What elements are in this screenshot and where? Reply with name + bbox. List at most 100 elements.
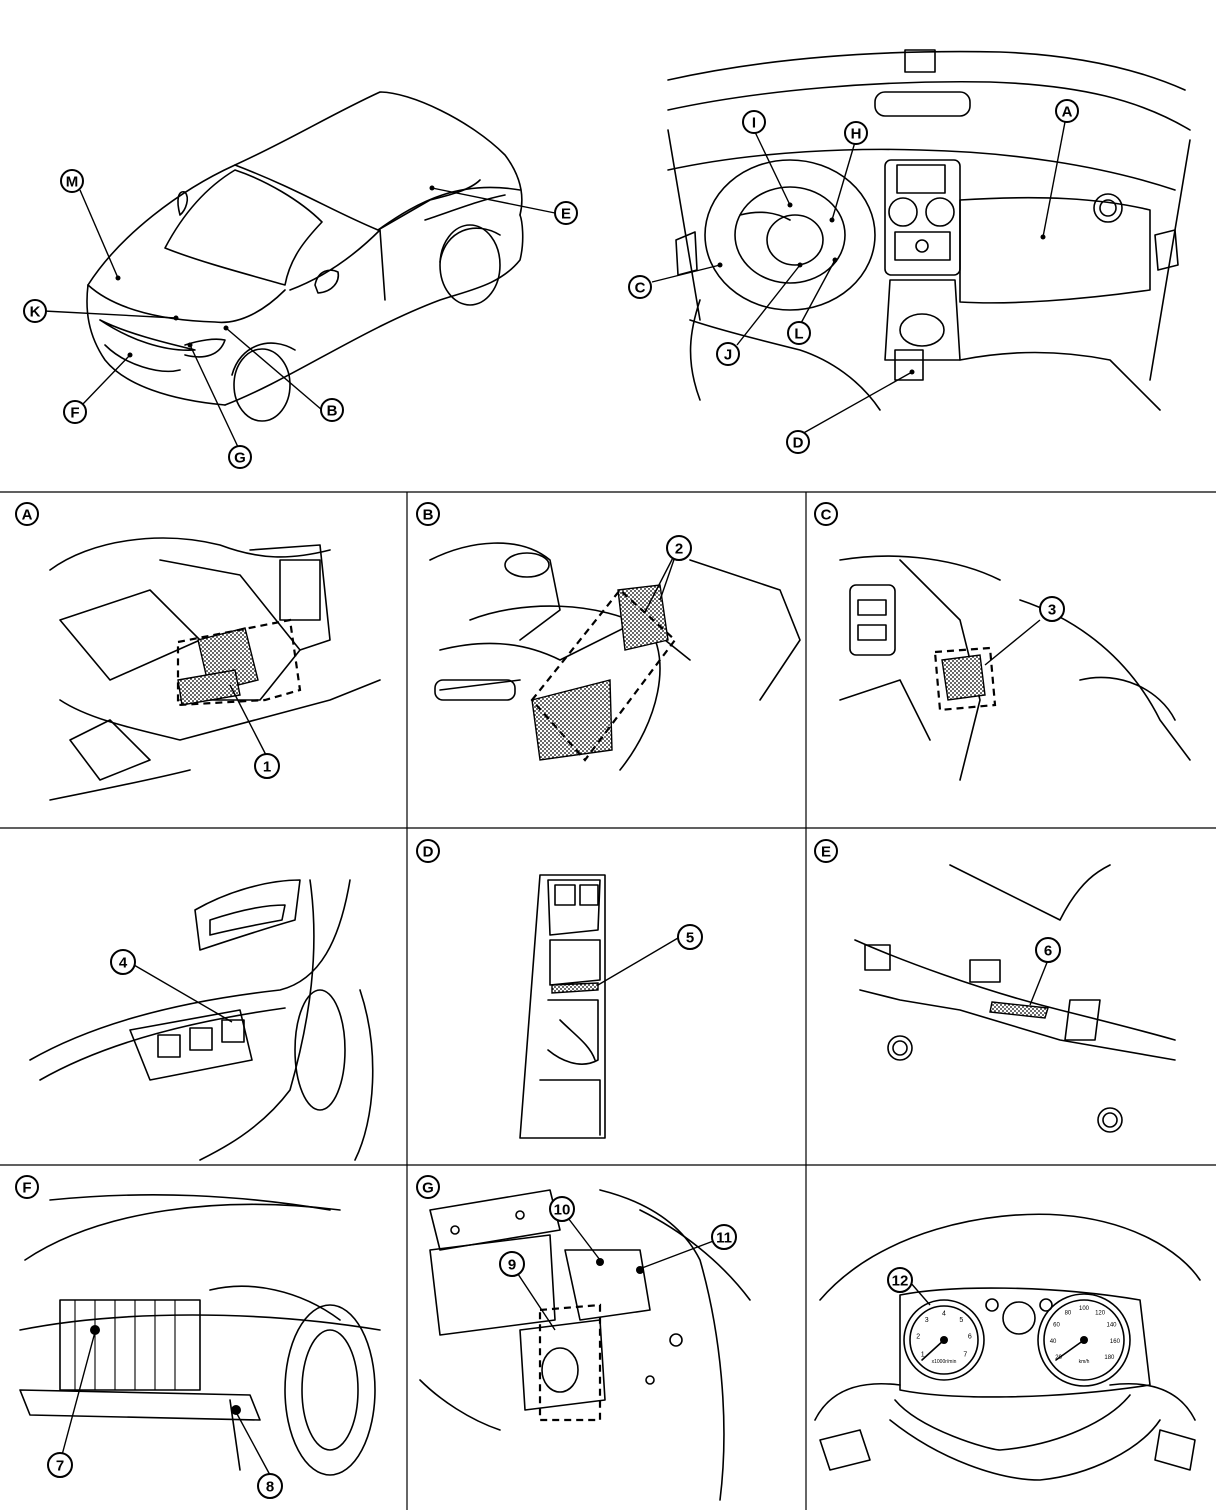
vehicle-callout-f: F (63, 400, 87, 424)
panel-b-illustration (429, 542, 801, 771)
tacho-tick-label: 2 (916, 1333, 920, 1340)
part-callout-12-text: 12 (892, 1273, 909, 1290)
panel-label-b-text: B (423, 507, 434, 524)
vehicle-callout-b: B (320, 398, 344, 422)
cockpit-callout-l-circle (787, 321, 811, 345)
tacho-tick-label: 4 (942, 1311, 946, 1318)
part-callout-12: 12 (887, 1267, 913, 1293)
vehicle-callout-b-circle (320, 398, 344, 422)
panel-label-g: G (416, 1175, 440, 1199)
part-callout-8: 8 (257, 1473, 283, 1499)
vehicle-callout-k-text: K (30, 304, 41, 321)
panel-label-a-circle (15, 502, 39, 526)
cockpit-callout-h: H (844, 121, 868, 145)
cockpit-callout-j-text: J (724, 347, 732, 364)
speedo-tick-label: 100 (1079, 1306, 1090, 1312)
part-callout-4: 4 (110, 949, 136, 975)
panel-label-f: F (15, 1175, 39, 1199)
panel-labels: A B C D E F G (15, 502, 838, 1199)
part-callout-8-text: 8 (266, 1479, 274, 1496)
cockpit-callouts: I H A C L J D (628, 99, 1079, 454)
vehicle-callout-e-circle (554, 201, 578, 225)
vehicle-callout-f-text: F (70, 405, 79, 422)
panel-label-d: D (416, 839, 440, 863)
speedo-tick-label: 60 (1053, 1323, 1060, 1329)
vehicle-callout-e-text: E (561, 206, 571, 223)
panel-label-e-circle (814, 839, 838, 863)
speedo-tick-label: 180 (1104, 1355, 1115, 1361)
detail-panel-grid (0, 491, 1216, 1510)
part-callout-9-text: 9 (508, 1257, 516, 1274)
panel-a-illustration (49, 537, 381, 801)
panel-label-c-text: C (821, 507, 832, 524)
part-callout-7-text: 7 (56, 1458, 64, 1475)
panel-label-b: B (416, 502, 440, 526)
panel-c-illustration (839, 555, 1191, 781)
cockpit-callout-l: L (787, 321, 811, 345)
meter-cluster-labels: 1234567x1000r/min20406080100120140160180… (916, 1306, 1120, 1365)
panel-door-illustration (29, 879, 374, 1161)
vehicle-callout-g-text: G (234, 450, 246, 467)
part-callout-2-circle (666, 535, 692, 561)
panel-label-d-circle (416, 839, 440, 863)
panel-label-d-text: D (423, 844, 434, 861)
panel-meter-illustration (814, 1213, 1201, 1481)
cockpit-callout-j-circle (716, 342, 740, 366)
part-callout-3-circle (1039, 596, 1065, 622)
vehicle-callout-g-circle (228, 445, 252, 469)
speedo-unit-label: km/h (1079, 1359, 1090, 1365)
panel-label-g-circle (416, 1175, 440, 1199)
cockpit-callout-i-text: I (752, 115, 756, 132)
part-callout-1-circle (254, 753, 280, 779)
part-callout-6-circle (1035, 937, 1061, 963)
panel-g-illustration (419, 1189, 751, 1501)
part-callout-3-text: 3 (1048, 602, 1056, 619)
vehicle-callout-e: E (554, 201, 578, 225)
cockpit-callout-a-text: A (1062, 104, 1073, 121)
part-callout-1-text: 1 (263, 759, 271, 776)
vehicle-callout-f-circle (63, 400, 87, 424)
vehicle-callout-m-circle (60, 169, 84, 193)
vehicle-callout-m-text: M (66, 174, 79, 191)
part-callout-3: 3 (1039, 596, 1065, 622)
tacho-unit-label: x1000r/min (932, 1359, 957, 1365)
cockpit-callout-j: J (716, 342, 740, 366)
part-callout-11-text: 11 (716, 1230, 732, 1247)
part-callout-2-text: 2 (675, 541, 683, 558)
part-callout-11: 11 (711, 1224, 737, 1250)
panel-label-e: E (814, 839, 838, 863)
panel-label-a: A (15, 502, 39, 526)
part-callout-2: 2 (666, 535, 692, 561)
part-callout-4-text: 4 (119, 955, 128, 972)
part-callout-12-circle (887, 1267, 913, 1293)
panel-label-c-circle (814, 502, 838, 526)
part-callout-4-circle (110, 949, 136, 975)
part-callout-10-text: 10 (554, 1202, 571, 1219)
cockpit-callout-l-text: L (794, 326, 803, 343)
cockpit-callout-c: C (628, 275, 652, 299)
tacho-tick-label: 3 (925, 1317, 929, 1324)
panel-label-e-text: E (821, 844, 831, 861)
cockpit-overview (651, 49, 1191, 436)
part-callout-8-circle (257, 1473, 283, 1499)
vehicle-callout-k-circle (23, 299, 47, 323)
speedo-tick-label: 40 (1050, 1339, 1057, 1345)
panel-label-g-text: G (422, 1180, 434, 1197)
speedo-tick-label: 20 (1055, 1355, 1062, 1361)
part-callout-5: 5 (677, 924, 703, 950)
part-callout-5-circle (677, 924, 703, 950)
vehicle-callout-b-text: B (327, 403, 338, 420)
speedo-tick-label: 80 (1065, 1310, 1072, 1316)
cockpit-callout-a: A (1055, 99, 1079, 123)
cockpit-callout-i: I (742, 110, 766, 134)
cockpit-callout-d-text: D (793, 435, 804, 452)
part-callout-6-text: 6 (1044, 943, 1052, 960)
part-callout-7: 7 (47, 1452, 73, 1478)
cockpit-callout-c-circle (628, 275, 652, 299)
speedo-tick-label: 140 (1106, 1323, 1117, 1329)
tacho-tick-label: 5 (959, 1317, 963, 1324)
part-callout-11-circle (711, 1224, 737, 1250)
speedo-tick-label: 160 (1110, 1339, 1121, 1345)
